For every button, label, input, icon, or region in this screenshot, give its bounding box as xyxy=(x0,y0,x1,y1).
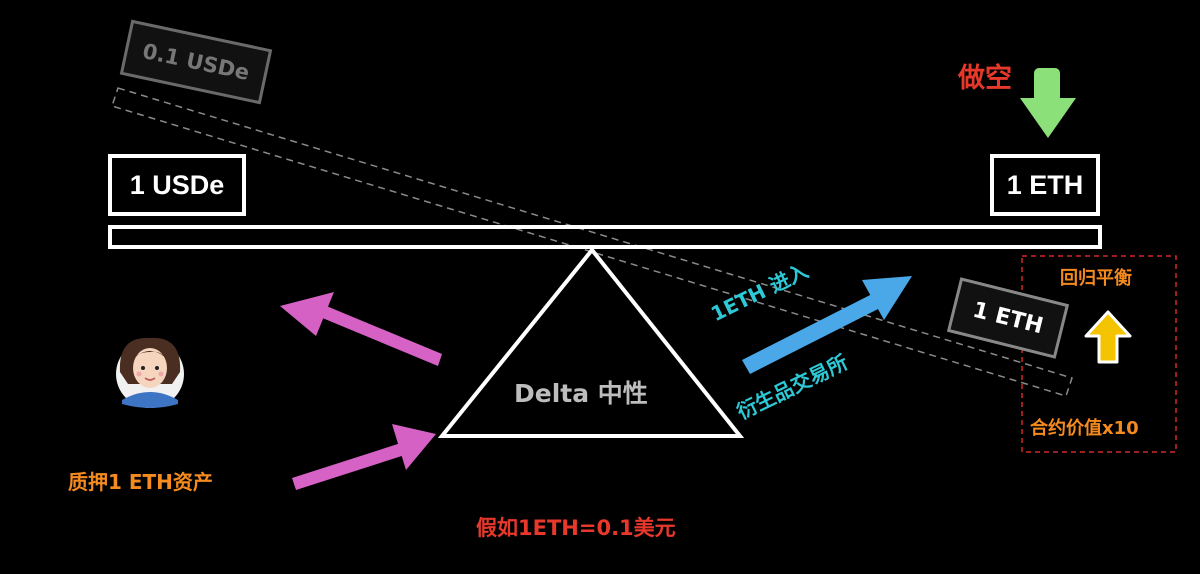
arrow-up-icon xyxy=(1084,310,1132,364)
rebalance-label: 回归平衡 xyxy=(1060,268,1132,289)
arrow-down-icon xyxy=(1020,68,1076,138)
tilted-plank-ghost xyxy=(111,87,1073,397)
fulcrum-label: Delta 中性 xyxy=(514,379,648,408)
contract-value-label: 合约价值x10 xyxy=(1030,418,1139,439)
fulcrum-triangle xyxy=(437,246,745,438)
balance-plank xyxy=(108,225,1102,249)
stake-asset-label: 质押1 ETH资产 xyxy=(68,470,213,494)
pink-arrow-left xyxy=(280,292,442,366)
woman-avatar-icon xyxy=(116,337,184,408)
right-weight: 1 ETH xyxy=(990,154,1100,216)
pink-arrow-right xyxy=(292,424,436,490)
assumption-label: 假如1ETH=0.1美元 xyxy=(476,516,676,540)
blue-arrow xyxy=(742,276,912,374)
ghost-right-weight: 1 ETH xyxy=(970,297,1046,339)
rebalance-frame xyxy=(1021,255,1177,453)
short-label: 做空 xyxy=(958,63,1012,94)
left-weight: 1 USDe xyxy=(108,154,246,216)
